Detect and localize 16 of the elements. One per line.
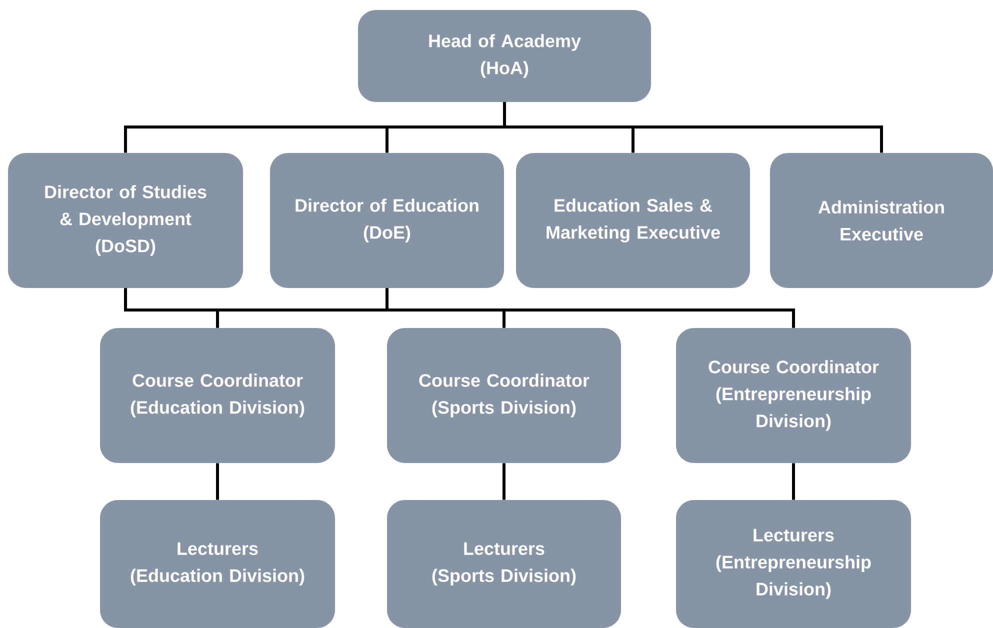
- connector-line: [792, 463, 795, 500]
- connector-line: [386, 288, 795, 328]
- org-box: Lecturers (Education Division): [100, 500, 335, 628]
- org-box: Course Coordinator (Entrepreneurship Division): [676, 328, 911, 463]
- org-box: Lecturers (Entrepreneurship Division): [676, 500, 911, 628]
- org-box: Education Sales & Marketing Executive: [516, 153, 750, 288]
- org-box: Lecturers (Sports Division): [387, 500, 621, 628]
- connector-line: [502, 463, 506, 500]
- org-box: Director of Education (DoE): [270, 153, 504, 288]
- org-box: Director of Studies & Development (DoSD): [8, 153, 243, 288]
- org-box: Administration Executive: [770, 153, 993, 288]
- org-box: Course Coordinator (Education Division): [100, 328, 335, 463]
- connector-line: [503, 102, 883, 153]
- org-box: Head of Academy (HoA): [358, 10, 651, 102]
- connector-line: [216, 463, 219, 500]
- org-box: Course Coordinator (Sports Division): [387, 328, 621, 463]
